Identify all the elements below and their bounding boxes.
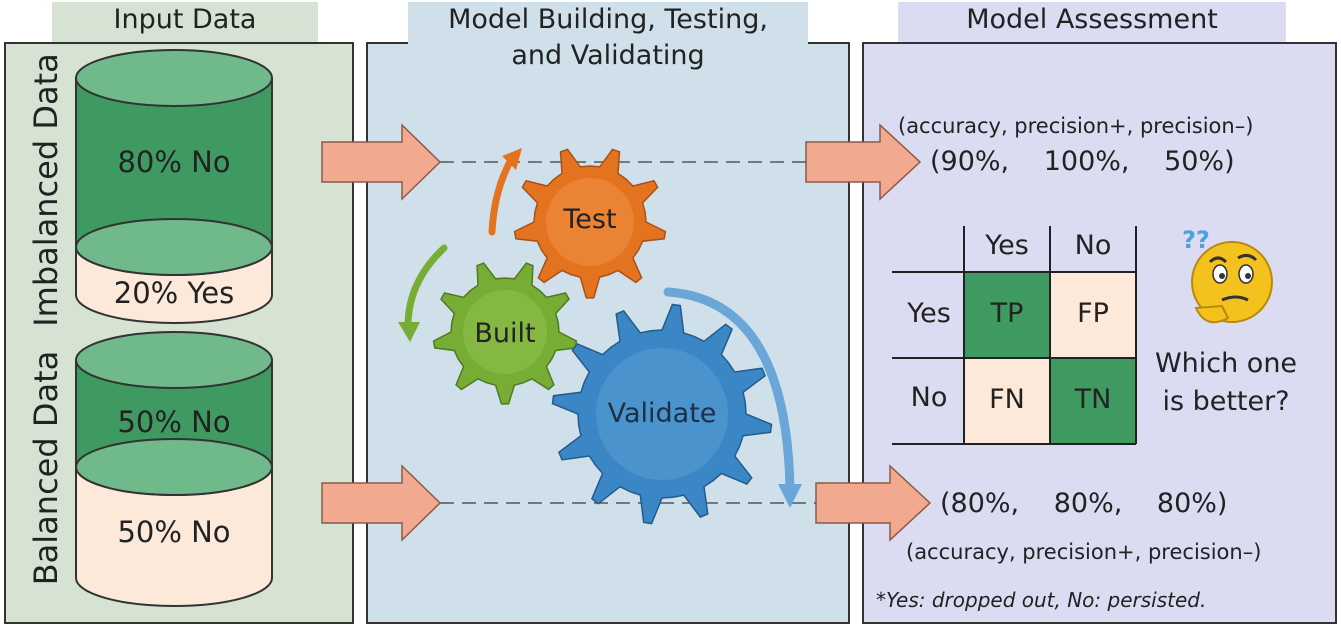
cell-fp: FP bbox=[1077, 298, 1109, 329]
imbalanced-data-cylinder bbox=[75, 49, 273, 324]
imbalanced-bottom-text: 20% Yes bbox=[113, 276, 235, 310]
balanced-bottom-text: 50% No bbox=[117, 515, 231, 549]
built-gear bbox=[432, 262, 578, 405]
model-assessment-title-text: Model Assessment bbox=[966, 4, 1218, 35]
row-header-yes: Yes bbox=[907, 298, 951, 329]
validate-gear bbox=[551, 303, 773, 525]
col-header-yes: Yes bbox=[985, 230, 1029, 261]
built-gear-label: Built bbox=[474, 318, 536, 349]
model-building-title: Model Building, Testing, and Validating bbox=[408, 2, 808, 80]
cycle-arrow-icon bbox=[663, 287, 795, 493]
balanced-data-cylinder bbox=[75, 331, 273, 607]
arrowhead-icon bbox=[778, 484, 802, 508]
question-line2: is better? bbox=[1162, 386, 1290, 417]
thinking-emoji-icon bbox=[1191, 241, 1273, 324]
model-assessment-title: Model Assessment bbox=[898, 2, 1286, 42]
cell-tn: TN bbox=[1074, 384, 1112, 415]
arrow-right-icon bbox=[321, 464, 442, 542]
cell-tp: TP bbox=[990, 298, 1024, 329]
model-title-line1: Model Building, Testing, bbox=[448, 4, 768, 35]
footnote: *Yes: dropped out, No: persisted. bbox=[876, 588, 1207, 612]
cycle-arrow-icon bbox=[404, 244, 448, 330]
cell-fn: FN bbox=[989, 384, 1025, 415]
arrowhead-icon bbox=[502, 148, 522, 170]
test-gear bbox=[513, 148, 667, 299]
balanced-data-label: Balanced Data bbox=[27, 350, 65, 586]
input-data-title: Input Data bbox=[52, 2, 318, 42]
balanced-top-text: 50% No bbox=[117, 405, 231, 439]
test-gear-label: Test bbox=[563, 204, 617, 235]
metrics-caption-top: (accuracy, precision+, precision–) bbox=[898, 114, 1254, 138]
input-data-title-text: Input Data bbox=[113, 4, 257, 35]
validate-gear-label: Validate bbox=[607, 398, 717, 429]
metrics-caption-bottom: (accuracy, precision+, precision–) bbox=[906, 540, 1262, 564]
arrow-right-icon bbox=[805, 123, 922, 201]
metric-values-top: (90%, 100%, 50%) bbox=[930, 146, 1235, 177]
imbalanced-top-text: 80% No bbox=[117, 145, 231, 179]
question-marks-icon: ?? bbox=[1182, 226, 1210, 254]
col-header-no: No bbox=[1074, 230, 1112, 261]
model-building-panel bbox=[366, 42, 850, 624]
arrow-right-icon bbox=[815, 464, 932, 542]
confusion-matrix-grid bbox=[892, 226, 1137, 445]
row-header-no: No bbox=[910, 382, 948, 413]
question-line1: Which one bbox=[1154, 348, 1298, 379]
arrow-right-icon bbox=[321, 123, 442, 201]
cycle-arrow-icon bbox=[488, 154, 516, 236]
metric-values-bottom: (80%, 80%, 80%) bbox=[940, 488, 1228, 519]
model-title-line2: and Validating bbox=[511, 40, 705, 71]
arrowhead-icon bbox=[398, 322, 420, 342]
imbalanced-data-label: Imbalanced Data bbox=[27, 53, 65, 327]
